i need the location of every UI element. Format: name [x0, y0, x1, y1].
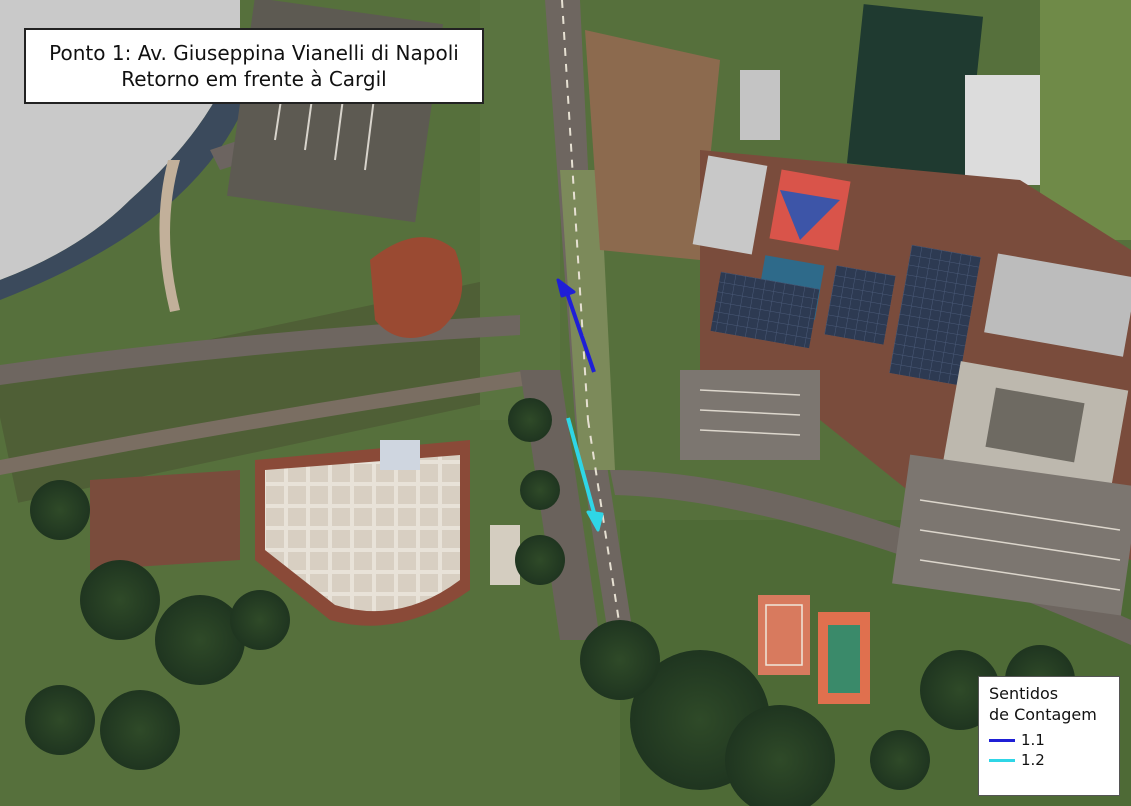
- solar-roof-2: [824, 265, 896, 345]
- amphitheater-seats: [265, 455, 460, 612]
- legend-label-1-2: 1.2: [1021, 751, 1045, 769]
- solar-roof-3: [889, 244, 981, 386]
- map-title-line1: Ponto 1: Av. Giuseppina Vianelli di Napo…: [49, 41, 459, 65]
- legend-item-1-2: 1.2: [989, 751, 1109, 769]
- parking-lot-2: [892, 454, 1131, 616]
- direction-arrow-1-1: [556, 278, 596, 373]
- legend: Sentidos de Contagem 1.1 1.2: [978, 676, 1120, 796]
- building-white: [965, 75, 1040, 185]
- soccer-field: [846, 4, 984, 176]
- road-left-lower: [0, 370, 530, 475]
- legend-title-line2: de Contagem: [989, 705, 1097, 724]
- legend-label-1-1: 1.1: [1021, 731, 1045, 749]
- map-title-line2: Retorno em frente à Cargil: [121, 67, 387, 91]
- legend-swatch-1-1: [989, 738, 1015, 742]
- soil-pile: [370, 237, 463, 338]
- direction-arrow-1-2: [566, 417, 604, 532]
- legend-title-line1: Sentidos: [989, 684, 1059, 703]
- road-right: [610, 470, 1131, 645]
- solar-roof-1: [710, 271, 820, 349]
- map-title-box: Ponto 1: Av. Giuseppina Vianelli di Napo…: [24, 28, 484, 104]
- legend-swatch-1-2: [989, 758, 1015, 762]
- legend-item-1-1: 1.1: [989, 731, 1109, 749]
